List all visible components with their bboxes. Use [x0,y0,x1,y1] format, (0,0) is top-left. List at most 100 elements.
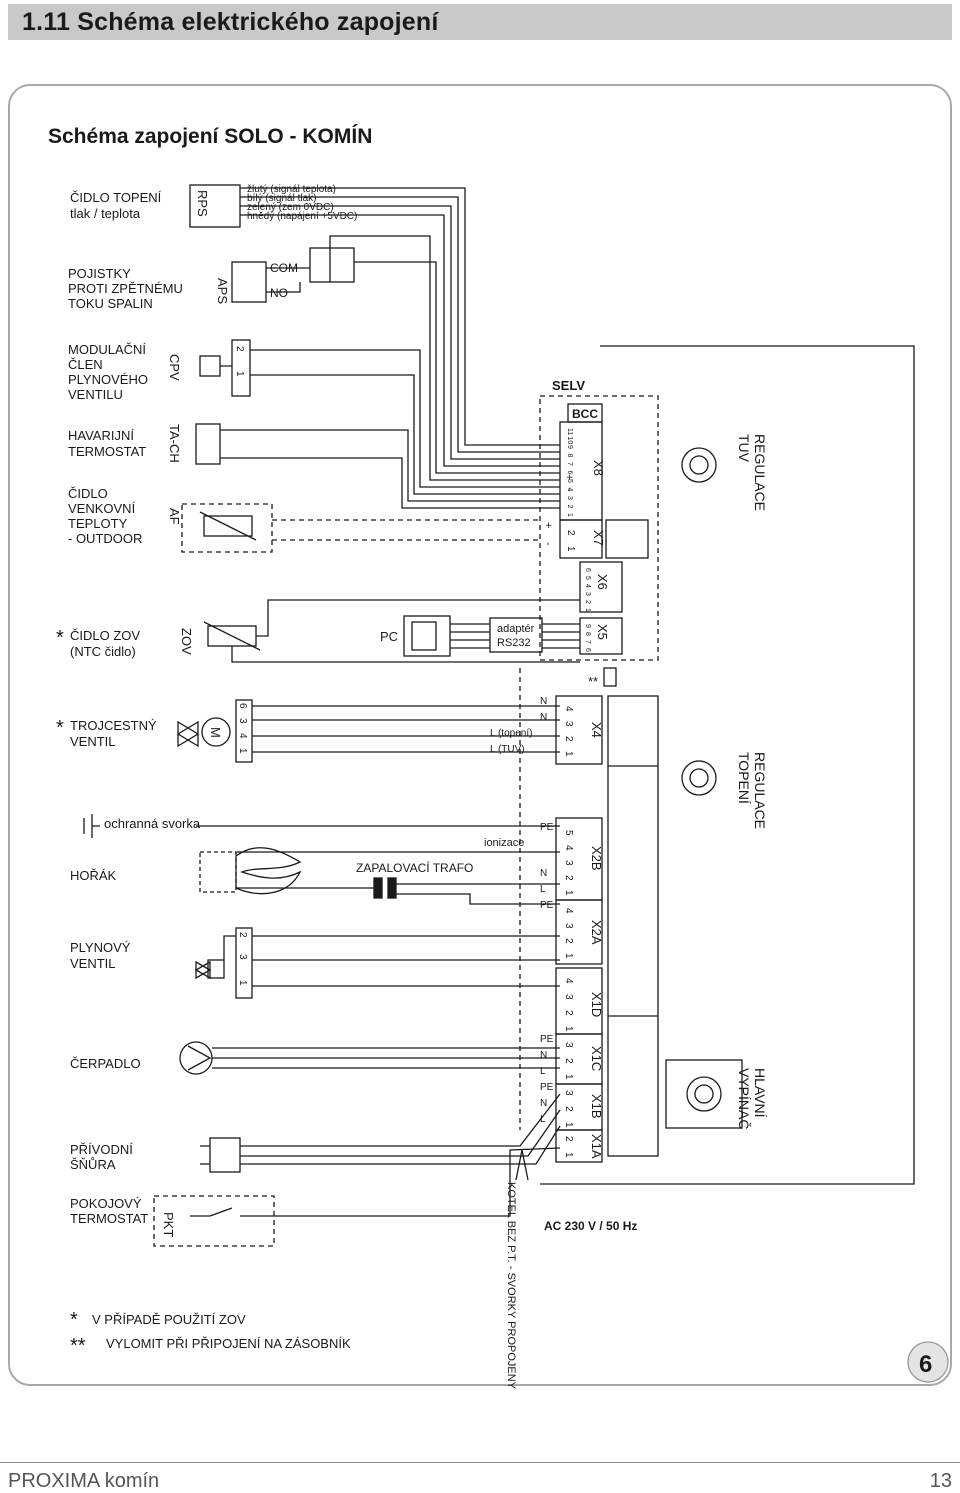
x5-pin-9: 9 [584,624,591,628]
x8-pin-1: 1 [566,513,573,517]
af-label-line4: - OUTDOOR [68,531,142,546]
af-label-line3: TEPLOTY [68,516,128,531]
af-minus: - [542,542,554,546]
x4-pin-4: 4 [563,706,574,712]
rps-label-line2: tlak / teplota [70,206,141,221]
x1a-pin-2: 2 [563,1136,574,1142]
x8-pin-6: 6 [566,471,573,475]
heat-control-line1: REGULACE [752,752,768,829]
x6-label: X6 [595,574,610,590]
x8-pin-8: 8 [566,454,573,458]
gasvalve-connector [235,927,253,999]
gasvalve-pin-1: 1 [237,980,248,986]
header-bar [8,4,952,40]
note-2-mark: ** [70,1335,86,1357]
x8-label: X8 [591,460,606,476]
room-thermostat-contacts [190,1147,561,1217]
x4-wire-n2: N [540,712,547,723]
tach-tag: TA-CH [167,424,182,463]
aps-no: NO [270,286,288,300]
x2b-pin-1: 1 [563,890,574,896]
zov-tag: ZOV [179,628,194,655]
x6-pin-1: 1 [584,608,591,612]
pc-screen [411,621,437,651]
x4-pin-1: 1 [563,751,574,757]
tach-wires [220,429,560,509]
pump-wires [212,1047,560,1069]
x6-pin-6: 6 [584,568,591,572]
adapter-line2: RS232 [497,637,531,649]
valve3-label-line1: TROJCESTNÝ [70,718,157,733]
x8-pin-2: 2 [566,505,573,509]
x6-pin-3: 3 [584,592,591,596]
connector-x2a [555,899,603,965]
aps-label-line1: POJISTKY [68,266,131,281]
gasvalve-label-line2: VENTIL [70,956,116,971]
section-title: 1.11 Schéma elektrického zapojení [22,8,439,36]
x4-wire-n1: N [540,696,547,707]
x2b-wire-l: L [540,884,546,895]
gasvalve-label-line1: PLYNOVÝ [70,940,131,955]
x8-minus: - [563,488,575,492]
bridge-note: KOTEL BEZ P.T. - SVORKY PROPOJENY [505,1182,517,1390]
aps-label-line3: TOKU SPALIN [68,296,153,311]
connector-x5 [579,617,623,655]
zov-wires [231,599,580,663]
transformer-wires [236,883,560,905]
pump-triangle [187,1045,212,1071]
x1b-label: X1B [589,1094,604,1119]
x4-pin-3: 3 [563,721,574,727]
af-sensor-box [181,503,273,553]
valve3-connector [235,699,253,763]
x2b-pin-3: 3 [563,860,574,866]
x2b-label: X2B [589,846,604,871]
x2a-pin-3: 3 [563,923,574,929]
cpv-coil [199,355,221,377]
connector-pin-labels: 1110987654321216543219876432154321432143… [563,428,591,1158]
footer-document-name: PROXIMA komín [8,1470,160,1492]
x1a-pin-1: 1 [563,1152,574,1158]
x8-pin-3: 3 [566,496,573,500]
diagram-title: Schéma zapojení SOLO - KOMÍN [48,125,372,148]
af-tag: AF [167,508,182,525]
x1d-pin-2: 2 [563,1010,574,1016]
valve3-symbol [176,720,200,748]
rps-wire-2: bílý (signál tlak) [247,193,316,204]
double-star-marker: ** [588,674,598,689]
af-label-line1: ČIDLO [68,486,108,501]
af-ntc-resistor [203,515,253,537]
valve3-wires [252,705,560,753]
rps-wires [240,187,560,467]
connector-x7 [559,519,603,559]
diagram-panel [8,84,952,1386]
x1d-pin-3: 3 [563,994,574,1000]
x2b-wire-n: N [540,868,547,879]
cpv-tag: CPV [167,354,182,381]
heat-control-knob [681,760,717,796]
heat-control-line2: TOPENÍ [736,752,752,804]
x6-pin-5: 5 [584,576,591,580]
aps-tag: APS [215,278,230,304]
valve3-label-line2: VENTIL [70,734,116,749]
main-switch-knob [686,1076,722,1112]
cpv-pin-1: 1 [234,371,245,377]
cpv-label-line3: PLYNOVÉHO [68,372,148,387]
rps-wire-4: hnědý (napájení +5VDC) [247,211,357,222]
valve3-motor [201,717,231,747]
x7-label: X7 [591,530,606,546]
page-badge-number: 6 [919,1351,932,1378]
x2b-wire-pe: PE [540,822,554,833]
valve3-pin-1: 1 [237,748,248,754]
selv-label: SELV [552,378,585,393]
x1b-wire-pe: PE [540,1082,554,1093]
transformer-core-2 [387,877,397,899]
af-label-line2: VENKOVNÍ [68,501,136,516]
burner-electrodes [199,851,237,893]
page-badge [907,1341,949,1383]
valve3-motor-label: M [208,727,223,738]
x2b-pin-5: 5 [563,830,574,836]
room-thermostat-line2: TERMOSTAT [70,1211,148,1226]
x7-module [605,519,649,559]
dhw-control-line1: REGULACE [752,434,768,511]
